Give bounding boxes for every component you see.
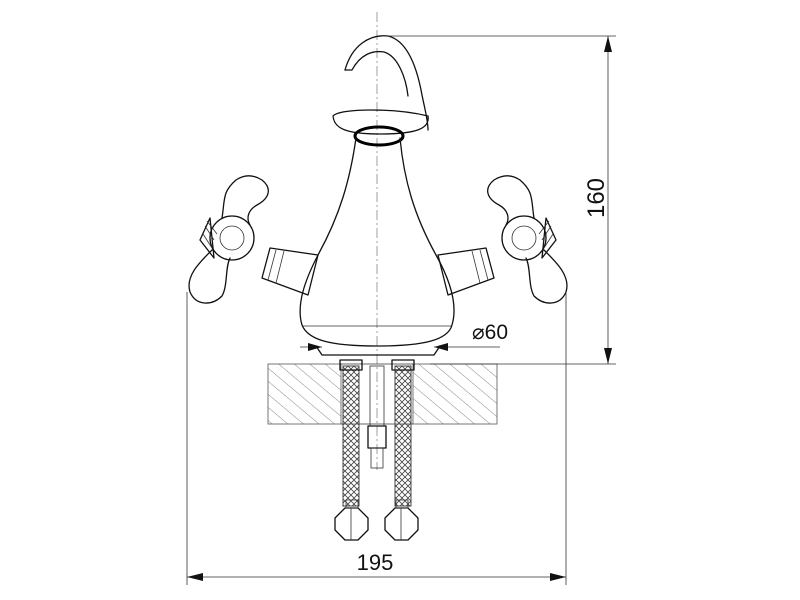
diameter-dimension	[300, 343, 500, 351]
width-dimension	[186, 292, 567, 585]
right-cross-handle	[437, 175, 568, 304]
supply-hoses	[334, 359, 419, 541]
left-cross-handle	[188, 175, 319, 304]
aerator-ring	[353, 125, 405, 147]
diameter-dimension-label: ⌀60	[472, 321, 508, 344]
height-dimension-label: 160	[583, 178, 610, 218]
countertop-section	[267, 363, 498, 425]
width-dimension-label: 195	[357, 550, 394, 575]
spout	[332, 35, 429, 135]
faucet-body	[299, 137, 455, 356]
height-dimension	[388, 35, 616, 365]
